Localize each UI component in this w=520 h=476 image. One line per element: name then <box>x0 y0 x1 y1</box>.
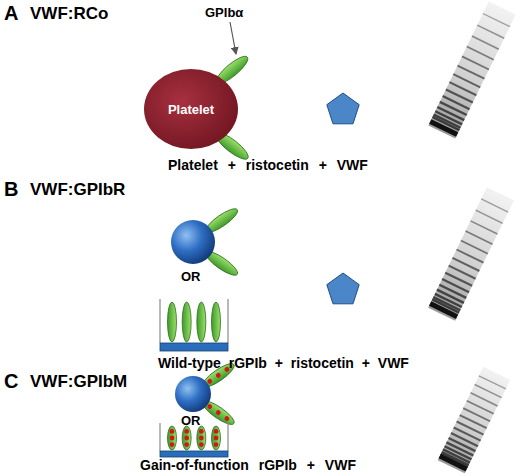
panel-letter: C <box>4 370 18 392</box>
mutation-dot <box>170 429 175 434</box>
gel-band <box>443 96 470 109</box>
gel-band <box>466 231 493 244</box>
plate-wall <box>227 423 228 451</box>
panel-title: VWF:RCo <box>30 5 108 24</box>
mutation-dot <box>199 442 204 447</box>
ristocetin-pentagon <box>327 273 359 304</box>
mutation-dot <box>199 429 204 434</box>
node-label: Platelet <box>168 102 214 117</box>
mutation-dot <box>215 409 222 416</box>
receptor-shape <box>168 426 177 450</box>
plate-wall <box>159 423 160 451</box>
multimer-gel <box>428 1 515 138</box>
receptor-shape <box>182 426 191 450</box>
receptor-shape <box>212 426 221 450</box>
gel-band <box>467 47 494 60</box>
gel-band <box>477 25 504 38</box>
gel-band <box>457 66 484 79</box>
bead-sphere <box>171 220 215 264</box>
receptor-shape <box>197 302 206 342</box>
bead-sphere <box>175 376 211 412</box>
or-label: OR <box>181 414 201 428</box>
receptor-shape <box>212 302 221 342</box>
mutation-dot <box>214 429 219 434</box>
receptor-shape <box>197 426 206 450</box>
gpib-receptor <box>182 302 191 342</box>
ristocetin-pentagon <box>327 93 359 124</box>
gel-band <box>479 376 506 389</box>
gpib-receptor <box>197 302 206 342</box>
gel-band <box>445 273 472 286</box>
gpib-receptor <box>182 426 191 450</box>
or-label: OR <box>181 270 201 284</box>
multimer-gel <box>438 367 511 474</box>
gel-band <box>472 36 499 49</box>
gel-lane <box>428 1 515 138</box>
gpib-receptor <box>212 426 221 450</box>
assay-components: Gain-of-function rGPIb + VWF <box>140 458 356 473</box>
plate-wall <box>227 299 228 343</box>
mutation-dot <box>184 442 189 447</box>
gel-lane <box>438 367 511 474</box>
gel-band <box>470 221 497 234</box>
gel-band <box>439 454 468 472</box>
gel-band <box>476 210 503 223</box>
mutation-dot <box>199 436 204 441</box>
gel-band <box>462 56 489 69</box>
gel-band <box>451 433 478 446</box>
mutation-dot <box>184 436 189 441</box>
leader-arrow <box>230 22 236 54</box>
mutation-dot <box>224 415 231 422</box>
receptor-callout: GPIbα <box>205 6 243 20</box>
assay-components: Platelet + ristocetin + VWF <box>168 158 368 173</box>
gel-band <box>460 415 487 428</box>
receptor-shape <box>182 302 191 342</box>
mutation-dot <box>214 442 219 447</box>
mutation-dot <box>184 429 189 434</box>
gpib-receptor <box>168 426 177 450</box>
gel-band <box>429 119 458 137</box>
mutation-dot <box>215 372 222 379</box>
gel-band <box>475 385 502 398</box>
platelet-cell: Platelet <box>143 68 239 150</box>
gel-band <box>461 241 488 254</box>
mutation-dot <box>170 442 175 447</box>
plate-wall <box>159 299 160 343</box>
panel-letter: B <box>4 178 18 200</box>
gel-band <box>440 102 467 115</box>
gel-band <box>442 279 469 292</box>
gpib-receptor <box>168 302 177 342</box>
platelet-body <box>144 69 238 149</box>
gel-band <box>457 422 484 435</box>
mutation-dot <box>170 436 175 441</box>
gpib-receptor <box>197 426 206 450</box>
panel-title: VWF:GPIbR <box>30 181 125 200</box>
receptor-shape <box>168 302 177 342</box>
plate-base <box>160 451 228 457</box>
gpib-receptor <box>212 302 221 342</box>
node-text-wrap: Platelet <box>143 68 239 150</box>
mutation-dot <box>214 436 219 441</box>
assay-components: Wild-type rGPIb + ristocetin + VWF <box>158 356 409 371</box>
panel-letter: A <box>4 2 18 24</box>
gel-band <box>483 14 510 27</box>
gel-band <box>481 199 508 212</box>
panel-title: VWF:GPIbM <box>30 373 127 392</box>
multimer-gel <box>428 187 514 321</box>
plate-base <box>160 343 228 351</box>
gel-lane <box>428 187 514 321</box>
gel-band <box>454 428 481 441</box>
gel-band <box>429 301 458 319</box>
gel-band <box>439 285 466 298</box>
gel-band <box>457 249 484 262</box>
